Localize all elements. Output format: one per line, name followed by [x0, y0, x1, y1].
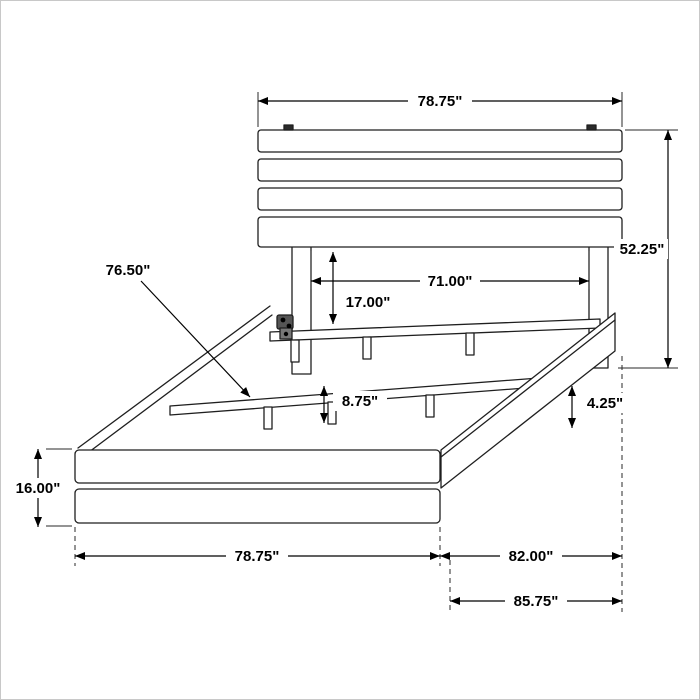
- side-rail-left-top-edge: [77, 305, 271, 449]
- dim-label-bg: [226, 546, 288, 566]
- dim-label-slat-rail-length: 76.50": [106, 262, 151, 279]
- headboard-slat: [257, 187, 623, 211]
- dim-label-bg: [505, 591, 567, 611]
- headboard-slat: [257, 129, 623, 153]
- mount-bracket: [276, 314, 294, 340]
- dim-label-overall-height: 52.25": [620, 241, 665, 258]
- side-rail-right: [440, 312, 616, 489]
- headboard-bolt-right: [586, 124, 597, 131]
- side-rail-face: [440, 312, 616, 489]
- dim-label-bg: [500, 546, 562, 566]
- dim-label-overall-length: 85.75": [514, 593, 559, 610]
- headboard-slat: [257, 216, 623, 248]
- side-rail-left: [77, 305, 273, 456]
- dim-label-inner-width: 71.00": [428, 273, 473, 290]
- slat-cleat: [263, 406, 273, 430]
- side-rail-edge-line: [440, 319, 616, 458]
- dim-label-bg: [333, 391, 387, 411]
- footboard-plank: [74, 449, 441, 484]
- slat-cleat: [465, 332, 475, 356]
- slat-cleat: [327, 401, 337, 425]
- side-rail-left-bottom-edge: [84, 314, 273, 456]
- dim-label-bg: [97, 260, 159, 280]
- dim-label-slat-support-height: 8.75": [342, 393, 378, 410]
- slat-cleat: [362, 336, 372, 360]
- footboard-plank: [74, 488, 441, 524]
- dim-label-bg: [614, 239, 668, 259]
- slat-cleat: [425, 394, 435, 418]
- dim-label-bg: [578, 393, 632, 413]
- dim-label-rail-length: 82.00": [509, 548, 554, 565]
- dim-label-footboard-height: 16.00": [16, 480, 61, 497]
- headboard-bolt-left: [283, 124, 294, 131]
- dim-label-side-rail-height: 4.25": [587, 395, 623, 412]
- headboard-slat: [257, 158, 623, 182]
- headboard: [257, 124, 623, 248]
- dim-label-headboard-to-rail: 17.00": [346, 294, 391, 311]
- footboard: [74, 449, 441, 524]
- dim-label-bg: [9, 478, 67, 498]
- dim-label-bg: [339, 292, 397, 312]
- bolt-icon: [280, 317, 286, 323]
- dim-label-bg: [408, 91, 472, 111]
- bolt-icon: [283, 331, 289, 337]
- dim-label-headboard-width: 78.75": [418, 93, 463, 110]
- dim-label-footboard-width: 78.75": [235, 548, 280, 565]
- dim-label-bg: [420, 271, 480, 291]
- leader-line-slat-rail-length: [140, 280, 251, 398]
- bed-frame-drawing: [74, 124, 623, 524]
- bolt-icon: [286, 323, 292, 329]
- slat-cleat: [290, 339, 300, 363]
- dimension-annotations: 78.75" 52.25" 71.00" 17.00" 76.50" 8.75"…: [9, 91, 678, 612]
